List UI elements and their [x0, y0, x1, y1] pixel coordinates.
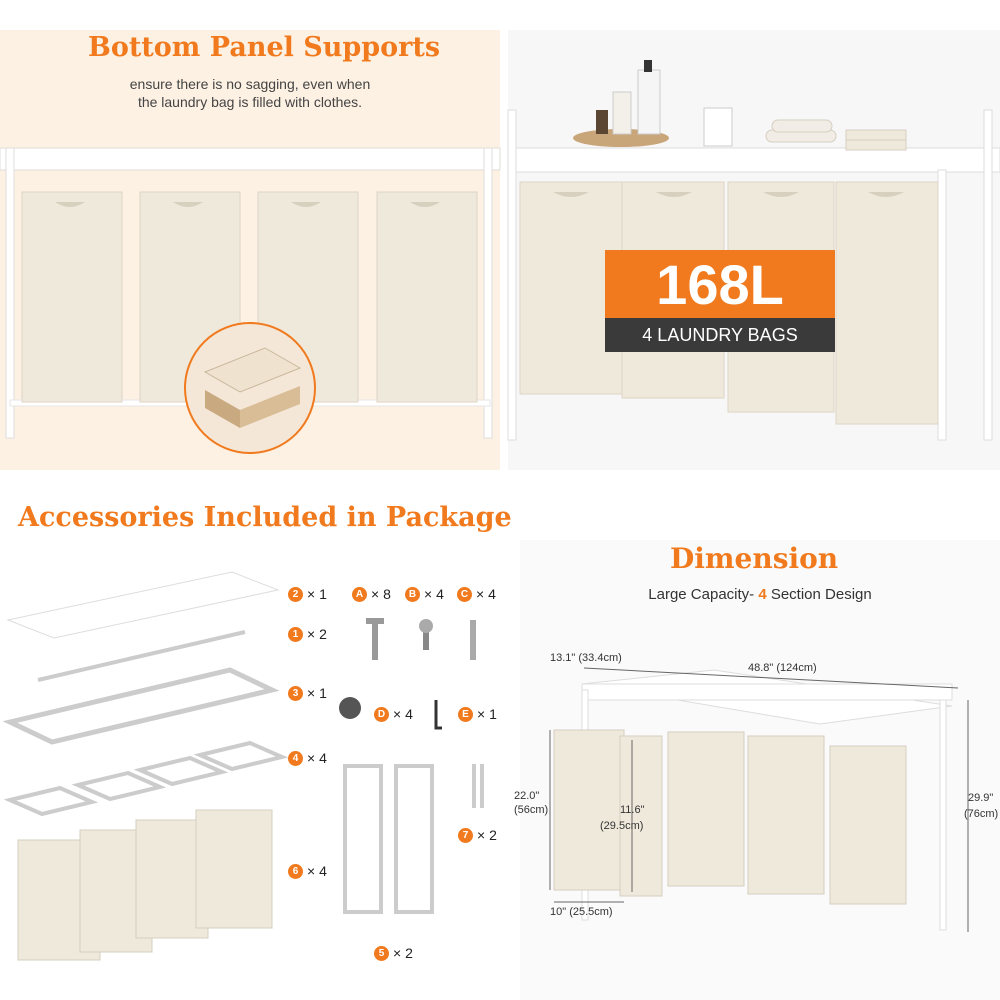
accessories-section: Accessories Included in Package — [0, 490, 520, 1000]
support-title: Bottom Panel Supports — [88, 32, 441, 63]
bag-depth-cm-label: (29.5cm) — [600, 820, 644, 832]
subtitle-prefix: Large Capacity- — [648, 586, 759, 603]
part-qty-3: × 1 — [307, 685, 327, 701]
part-badge-3: 3 — [288, 686, 303, 701]
bag-width-label: 10" (25.5cm) — [550, 906, 613, 918]
hardware-badge-d: D — [374, 707, 389, 722]
capacity-section: 168L 4 LAUNDRY BAGS — [507, 30, 1000, 470]
depth-label: 13.1" (33.4cm) — [550, 652, 622, 664]
part-qty-6: × 4 — [307, 863, 327, 879]
bag-depth-in-label: 11.6" — [620, 804, 645, 816]
accessories-title: Accessories Included in Package — [18, 502, 512, 533]
part-qty-4: × 4 — [307, 750, 327, 766]
hamper-front-illustration — [0, 147, 501, 454]
part-badge-7: 7 — [458, 828, 473, 843]
part-badge-6: 6 — [288, 864, 303, 879]
dimension-subtitle: Large Capacity- 4 Section Design — [520, 586, 1000, 603]
bottom-panel-supports-section: Bottom Panel Supports ensure there is no… — [0, 30, 501, 470]
bag-height-cm-label: (56cm) — [514, 804, 549, 816]
dimension-section: Dimension Large Capacity- 4 Section Desi… — [514, 540, 1000, 1000]
hamper-staged-illustration — [507, 60, 1000, 441]
hardware-qty-a: × 8 — [371, 586, 391, 602]
dimension-illustration — [549, 667, 969, 932]
part-qty-1: × 2 — [307, 626, 327, 642]
hardware-badge-a: A — [352, 587, 367, 602]
part-qty-7: × 2 — [477, 827, 497, 843]
height-cm-label: (76cm) — [964, 808, 999, 820]
subtitle-suffix: Section Design — [766, 586, 872, 603]
parts-illustration — [2, 571, 484, 961]
subtitle-number: 4 — [758, 586, 767, 603]
capacity-value: 168L — [656, 253, 784, 316]
part-qty-5: × 2 — [393, 945, 413, 961]
hardware-badge-e: E — [458, 707, 473, 722]
part-badge-4: 4 — [288, 751, 303, 766]
hardware-qty-b: × 4 — [424, 586, 444, 602]
part-badge-1: 1 — [288, 627, 303, 642]
dimension-title: Dimension — [670, 542, 839, 575]
capacity-badge: 168L — [605, 250, 835, 322]
capacity-label: 4 LAUNDRY BAGS — [605, 318, 835, 352]
part-badge-5: 5 — [374, 946, 389, 961]
height-in-label: 29.9" — [968, 792, 994, 804]
hardware-qty-c: × 4 — [476, 586, 496, 602]
hardware-qty-d: × 4 — [393, 706, 413, 722]
width-label: 48.8" (124cm) — [748, 662, 817, 674]
hardware-qty-e: × 1 — [477, 706, 497, 722]
hardware-badge-b: B — [405, 587, 420, 602]
support-line-1: ensure there is no sagging, even when — [129, 76, 371, 92]
hardware-badge-c: C — [457, 587, 472, 602]
support-line-2: the laundry bag is filled with clothes. — [137, 94, 363, 110]
part-badge-2: 2 — [288, 587, 303, 602]
bag-height-in-label: 22.0" — [514, 790, 540, 802]
part-qty-2: × 1 — [307, 586, 327, 602]
